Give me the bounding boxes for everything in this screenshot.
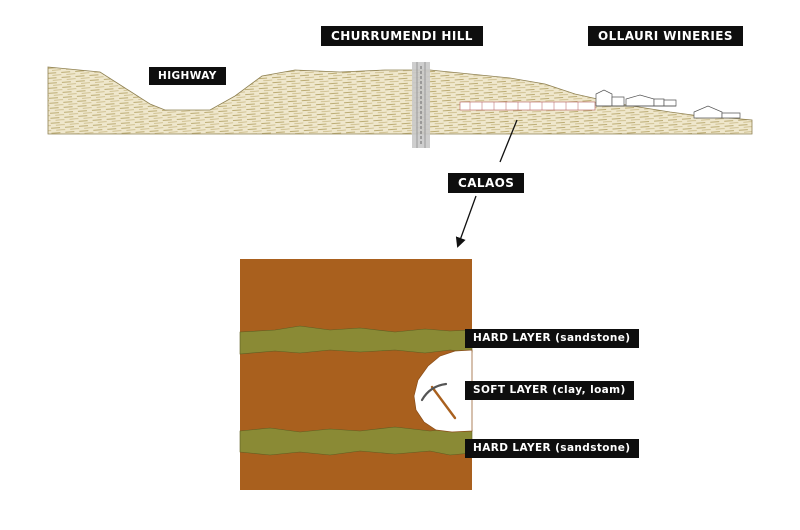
hard-layer-bottom-band (239, 426, 473, 456)
calaos-tunnel (459, 101, 596, 111)
hard-layer-bottom-label: HARD LAYER (sandstone) (465, 439, 639, 458)
highway-label: HIGHWAY (149, 67, 226, 85)
calaos-pointer-line (499, 119, 518, 163)
arrow-icon (455, 195, 477, 248)
winery-buildings (595, 89, 741, 119)
hill-label: CHURRUMENDI HILL (321, 26, 483, 46)
shaft (412, 62, 430, 148)
calaos-label: CALAOS (448, 173, 525, 193)
excavated-cave (413, 349, 473, 433)
hard-layer-top-band (239, 325, 473, 355)
strata-closeup (239, 259, 473, 490)
pickaxe-icon (420, 382, 457, 420)
hard-layer-top-label: HARD LAYER (sandstone) (465, 329, 639, 348)
soft-layer-label: SOFT LAYER (clay, loam) (465, 381, 634, 400)
wineries-label: OLLAURI WINERIES (588, 26, 743, 46)
